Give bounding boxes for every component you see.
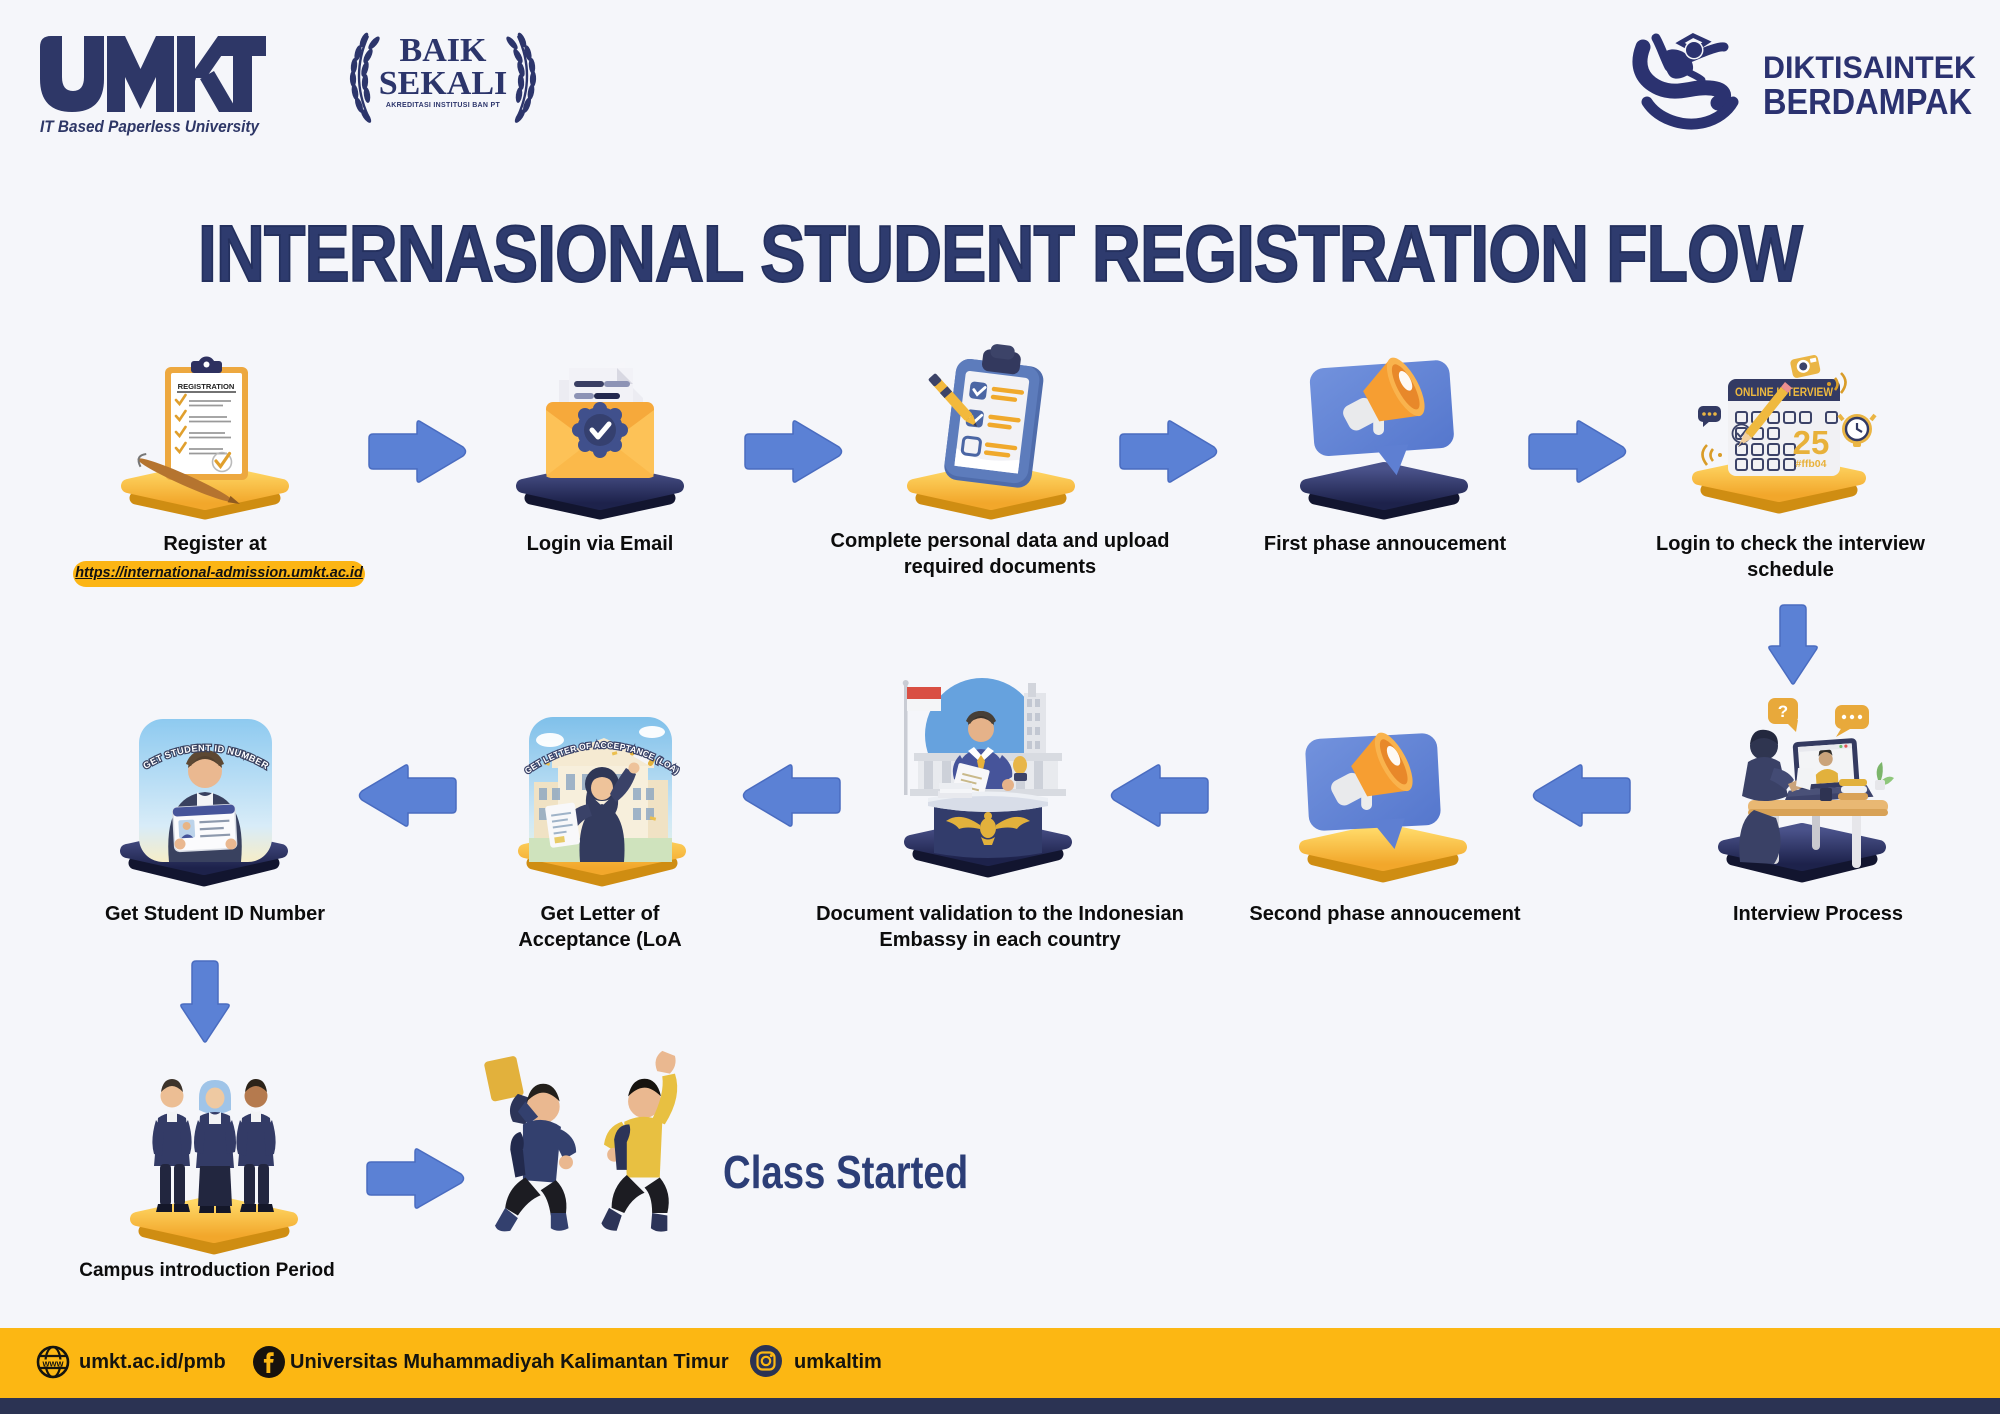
svg-text:AKREDITASI INSTITUSI BAN PT: AKREDITASI INSTITUSI BAN PT [386, 102, 501, 109]
svg-text:SEKALI: SEKALI [379, 65, 508, 102]
svg-text:BERDAMPAK: BERDAMPAK [1763, 81, 1972, 120]
svg-text:REGISTRATION: REGISTRATION [178, 382, 235, 391]
svg-text:IT Based Paperless University: IT Based Paperless University [40, 117, 260, 136]
svg-text:25: 25 [1793, 424, 1830, 461]
svg-text:?: ? [1778, 702, 1788, 721]
svg-text:#ffb04: #ffb04 [1796, 458, 1827, 470]
svg-text:BAIK: BAIK [400, 32, 487, 69]
svg-text:DIKTISAINTEK: DIKTISAINTEK [1763, 49, 1976, 85]
svg-text:www: www [41, 1359, 64, 1369]
